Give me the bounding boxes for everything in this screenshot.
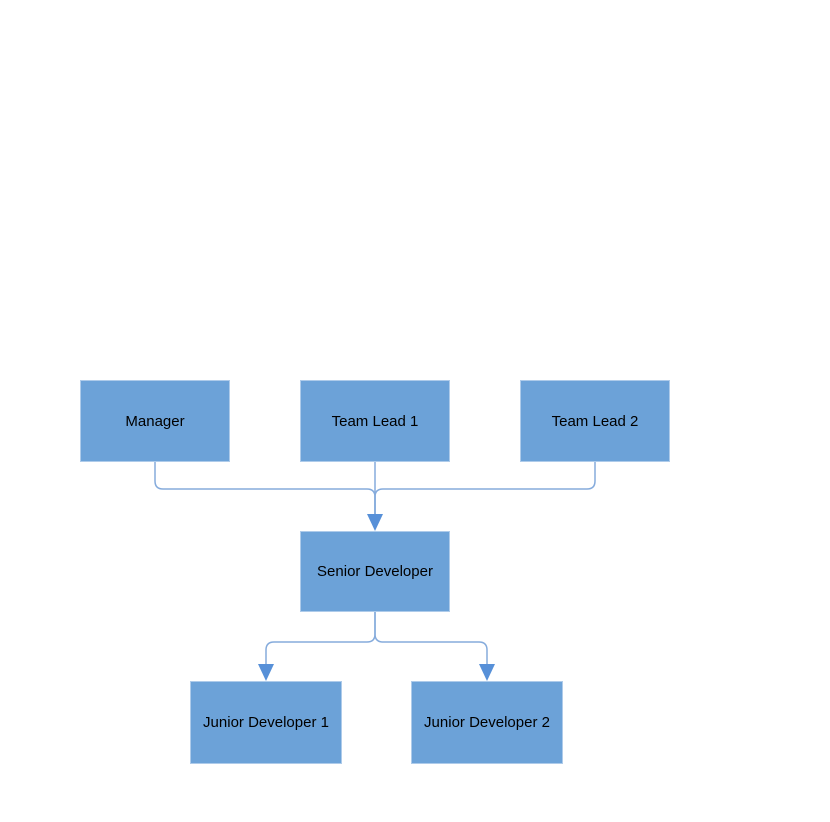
arrowhead-into-senior-developer [367,514,383,531]
node-senior-developer[interactable]: Senior Developer [300,531,450,612]
node-junior-developer-2[interactable]: Junior Developer 2 [411,681,563,764]
arrowhead-into-junior-developer-2 [479,664,495,681]
edge-senior-developer-to-junior-developer-2 [374,612,488,664]
node-team-lead-2-label: Team Lead 2 [551,412,639,430]
node-senior-developer-label: Senior Developer [317,563,433,580]
node-team-lead-1-label: Team Lead 1 [331,412,419,430]
edge-manager-to-senior-developer [154,462,376,514]
arrowhead-into-junior-developer-1 [258,664,274,681]
edge-team-lead-2-to-senior-developer [374,462,596,514]
node-manager-label: Manager [125,412,185,430]
node-junior-developer-1[interactable]: Junior Developer 1 [190,681,342,764]
node-manager[interactable]: Manager [80,380,230,462]
node-junior-developer-1-label: Junior Developer 1 [203,714,329,731]
node-junior-developer-2-label: Junior Developer 2 [424,714,550,731]
node-team-lead-2[interactable]: Team Lead 2 [520,380,670,462]
edge-senior-developer-to-junior-developer-1 [265,612,376,664]
node-team-lead-1[interactable]: Team Lead 1 [300,380,450,462]
